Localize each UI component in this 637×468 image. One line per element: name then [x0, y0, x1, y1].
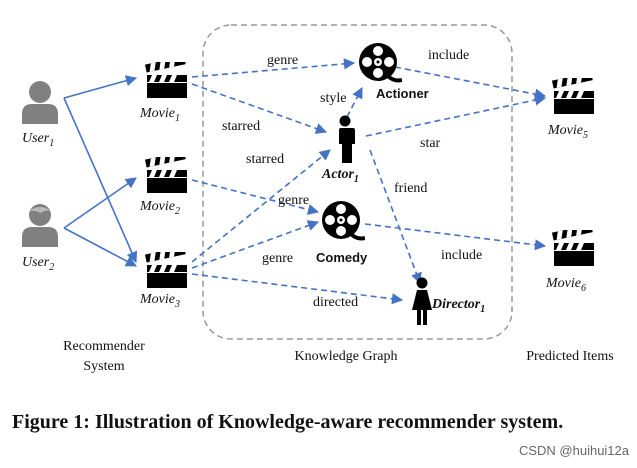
recommender-system-label-line2: System [83, 359, 124, 374]
user-movie-edges [63, 75, 138, 267]
kg-edges [191, 58, 547, 305]
movie5-clapperboard-icon [552, 78, 594, 114]
recommender-system-label-line1: Recommender [63, 339, 145, 354]
user1-label: User1 [22, 131, 54, 149]
movie6-label: Movie6 [545, 276, 586, 294]
movie2-label: Movie2 [139, 199, 180, 217]
movie2-clapperboard-icon [145, 157, 187, 193]
user1-icon [22, 81, 58, 124]
edge-label-friend: friend [394, 181, 427, 196]
comedy-film-reel-icon [321, 200, 365, 241]
edge-label-star: star [420, 136, 441, 151]
user2-icon [22, 204, 58, 247]
actor-person-icon [337, 115, 355, 163]
predicted-items-label: Predicted Items [526, 349, 613, 364]
edge-label-genre-low: genre [262, 251, 293, 266]
figure-caption: Figure 1: Illustration of Knowledge-awar… [12, 411, 564, 433]
edge-label-genre-mid: genre [278, 193, 309, 208]
edge-label-genre-top: genre [267, 53, 298, 68]
movie5-label: Movie5 [547, 123, 588, 141]
watermark: CSDN @huihui12a [518, 443, 629, 458]
edge-label-style: style [320, 91, 346, 106]
movie3-label: Movie3 [139, 292, 180, 310]
knowledge-graph-label: Knowledge Graph [294, 349, 397, 364]
edge-label-include-top: include [428, 48, 469, 63]
comedy-label: Comedy [316, 250, 368, 265]
actioner-film-reel-icon [358, 42, 402, 83]
movie1-clapperboard-icon [145, 62, 187, 98]
edge-label-include-low: include [441, 248, 482, 263]
movie3-clapperboard-icon [145, 252, 187, 288]
edge-label-directed: directed [313, 295, 358, 310]
edge-label-starred-1: starred [222, 119, 260, 134]
director-person-icon [412, 277, 432, 325]
movie6-clapperboard-icon [552, 230, 594, 266]
movie1-label: Movie1 [139, 106, 180, 124]
user2-label: User2 [22, 255, 54, 273]
actioner-label: Actioner [376, 86, 429, 101]
edge-label-starred-2: starred [246, 152, 284, 167]
director1-label: Director1 [431, 297, 485, 315]
actor1-label: Actor1 [321, 167, 359, 185]
diagram-canvas: User1 User2 Movie1 Movie2 Movie3 Movie5 … [22, 24, 614, 374]
